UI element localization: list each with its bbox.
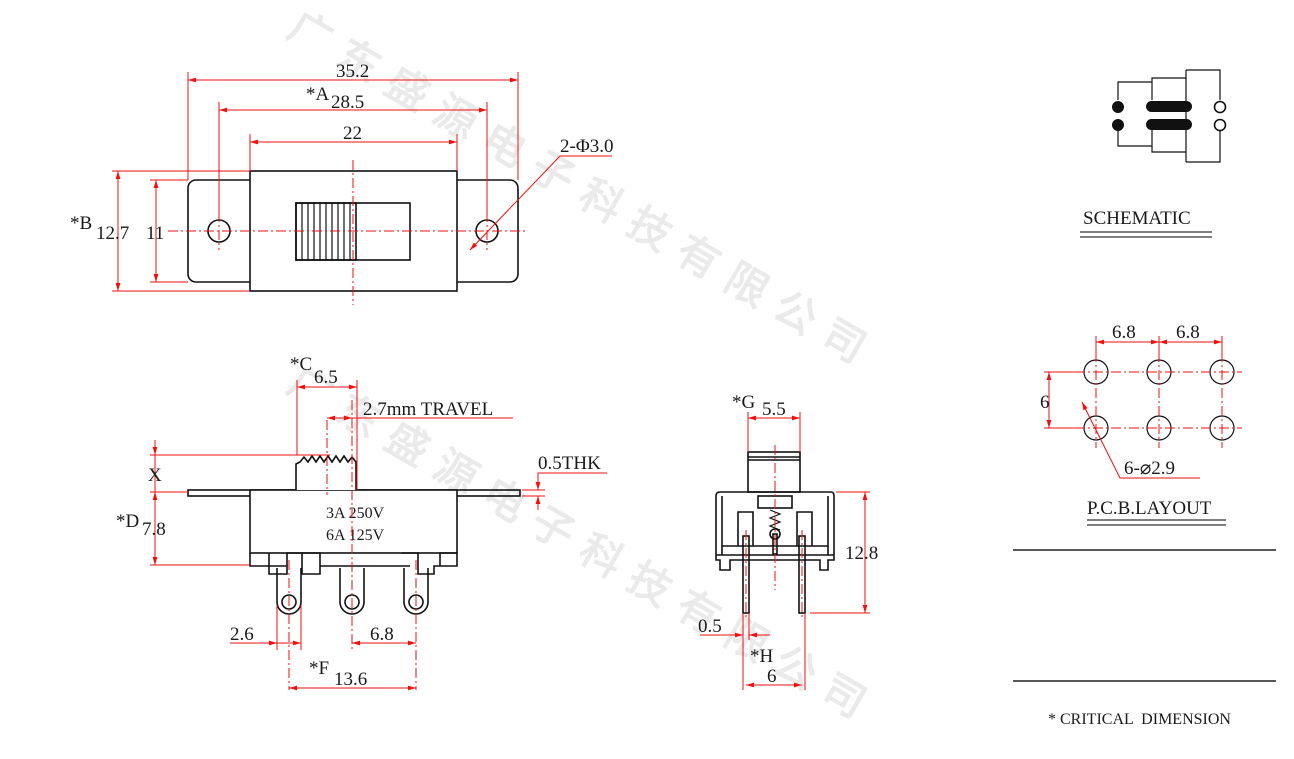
dim-b-label: *B: [70, 213, 92, 234]
pcb-pitch-1: 6.8: [1112, 322, 1136, 343]
dim-a-label: *A: [306, 84, 330, 105]
contact-filled: [1112, 119, 1124, 131]
travel-label: 2.7mm TRAVEL: [363, 399, 493, 420]
pcb-pitch-2: 6.8: [1176, 322, 1200, 343]
dim-lug: 2.6: [230, 624, 254, 645]
contact-bridge: [1146, 119, 1192, 130]
dim-c: 6.5: [314, 367, 338, 388]
pcb-row-spacing: 6: [1040, 392, 1050, 413]
dim-x-label: X: [148, 465, 162, 486]
dim-inner: 11: [146, 223, 164, 244]
front-view: 3A 250V 6A 125V *C 6.5 2.7mm TRAVEL X *D…: [116, 354, 607, 691]
dim-c-label: *C: [290, 354, 312, 375]
dim-thickness: 0.5THK: [538, 453, 601, 474]
schematic-title: SCHEMATIC: [1083, 208, 1191, 229]
schematic: SCHEMATIC: [1080, 69, 1227, 238]
title-block-lines: [1013, 549, 1276, 682]
pcb-title: P.C.B.LAYOUT: [1087, 498, 1212, 519]
contact-filled: [1112, 101, 1124, 113]
dim-f-label: *F: [309, 658, 329, 679]
dim-holes: 2-Φ3.0: [560, 136, 613, 157]
pcb-holes: 6-⌀2.9: [1124, 458, 1175, 479]
dim-d-label: *D: [116, 511, 139, 532]
dim-body: 22: [343, 123, 362, 144]
side-view: *G 5.5 12.8 0.5 *H 6: [698, 392, 878, 690]
dim-pin: 0.5: [698, 616, 722, 637]
actuator-side: [747, 451, 801, 493]
rating-2: 6A 125V: [326, 527, 385, 544]
switch-body-front: [249, 489, 458, 554]
dim-pitch: 6.8: [370, 624, 394, 645]
dim-d: 7.8: [142, 519, 166, 540]
dim-h-label: *H: [750, 646, 774, 667]
dim-a: 28.5: [331, 92, 364, 113]
contact-bridge: [1146, 101, 1192, 112]
dim-h: 6: [767, 666, 777, 687]
contact-open: [1213, 118, 1227, 132]
contact-open: [1213, 100, 1227, 114]
dim-height: 12.8: [845, 543, 878, 564]
critical-dimension-note: * CRITICAL DIMENSION: [1048, 711, 1231, 728]
dim-f: 13.6: [334, 669, 367, 690]
actuator-serrated: [295, 454, 357, 490]
dim-overall: 35.2: [336, 61, 369, 82]
dim-b: 12.7: [96, 223, 129, 244]
dim-g: 5.5: [762, 399, 786, 420]
top-view: 35.2 *A 28.5 22 2-Φ3.0 *B 12.7 11: [70, 61, 613, 305]
dim-g-label: *G: [732, 392, 756, 413]
rating-1: 3A 250V: [326, 505, 385, 522]
pcb-layout: 6.8 6.8 6 6-⌀2.9 P.C.B.LAYOUT: [1040, 322, 1242, 526]
switch-body-side: [715, 491, 835, 571]
